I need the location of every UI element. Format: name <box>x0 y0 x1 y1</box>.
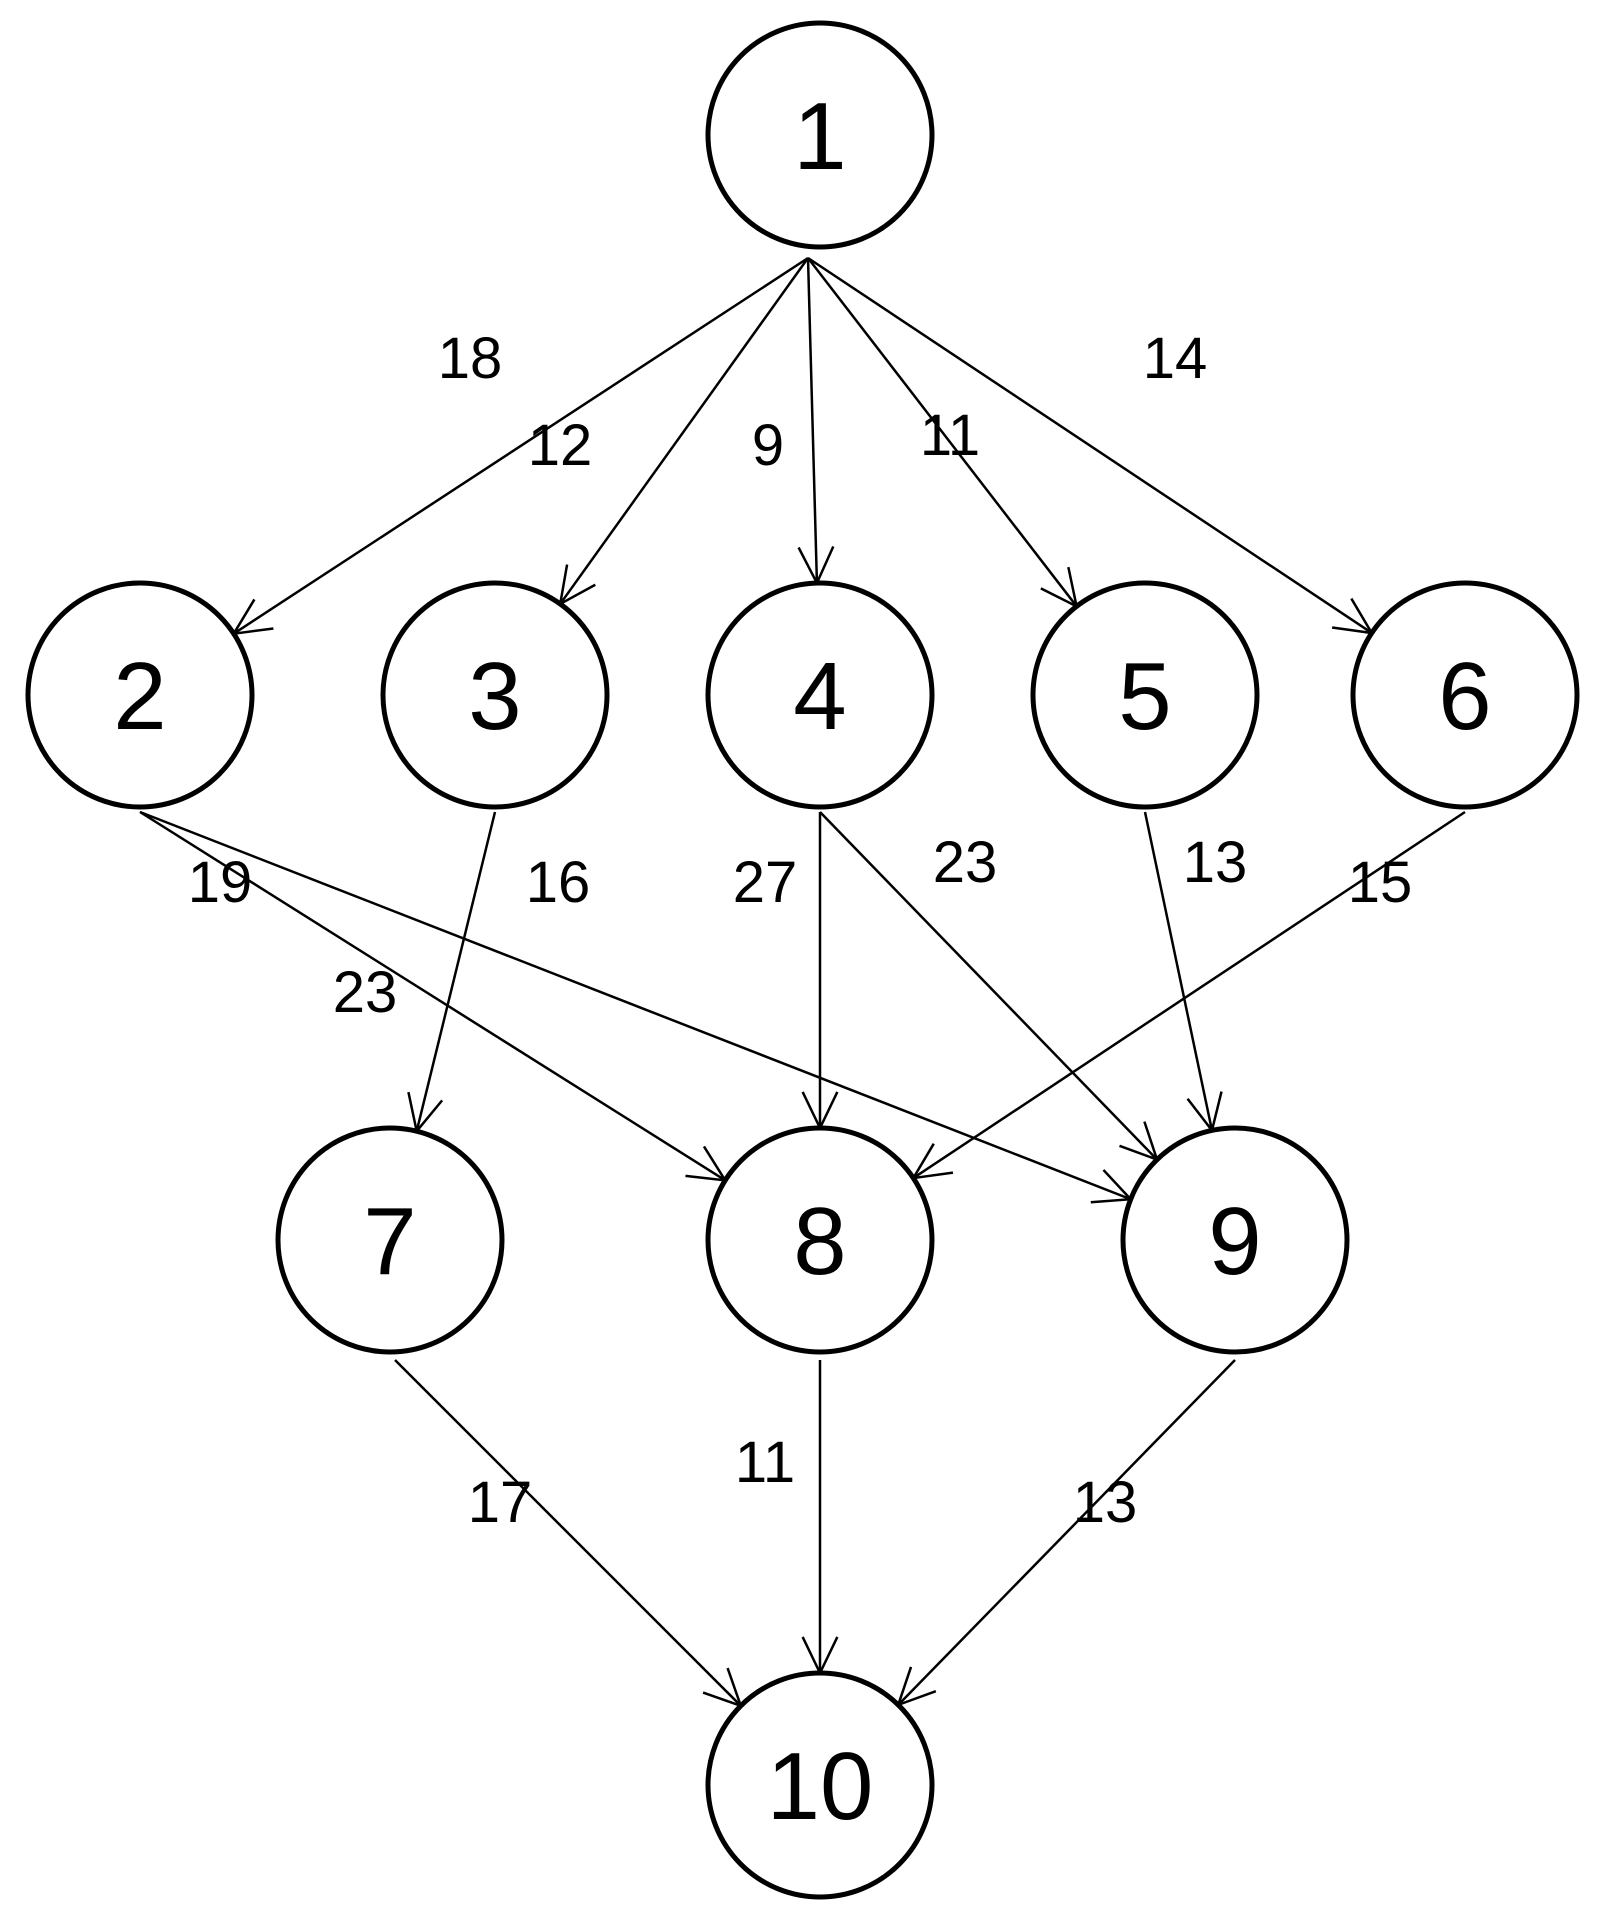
node-5: 5 <box>1030 580 1260 810</box>
edge-6-8: 15 <box>910 810 1466 1180</box>
node-circle <box>705 20 935 250</box>
edge-1-6: 14 <box>807 256 1375 635</box>
edge-weight-label: 15 <box>1348 850 1413 915</box>
node-circle <box>705 580 935 810</box>
edges-layer: 18 12 9 11 14 19 16 23 27 23 13 15 17 11 13 <box>139 256 1466 1708</box>
edge-1-3: 12 <box>528 257 810 607</box>
edge-weight-label: 18 <box>438 326 503 391</box>
edge-weight-label: 23 <box>333 960 398 1025</box>
node-label: 6 <box>1438 643 1491 750</box>
edge-weight-label: 13 <box>1073 1470 1138 1535</box>
node-label: 8 <box>793 1188 846 1295</box>
edge-7-10: 17 <box>394 1359 743 1708</box>
edge-line <box>819 811 1158 1161</box>
node-label: 2 <box>113 643 166 750</box>
edge-line <box>1143 811 1214 1131</box>
edge-line <box>233 256 809 635</box>
edge-4-8: 27 <box>733 812 839 1131</box>
edge-line <box>139 810 726 1182</box>
edge-weight-label: 13 <box>1183 830 1248 895</box>
edge-8-10: 11 <box>735 1360 839 1676</box>
node-circle <box>705 1125 935 1355</box>
node-2: 2 <box>25 580 255 810</box>
node-8: 8 <box>705 1125 935 1355</box>
node-4: 4 <box>705 580 935 810</box>
node-circle <box>1120 1125 1350 1355</box>
node-label: 7 <box>363 1188 416 1295</box>
edge-1-4: 9 <box>752 257 835 586</box>
edge-line <box>912 810 1466 1180</box>
node-circle <box>1030 580 1260 810</box>
node-label: 5 <box>1118 643 1171 750</box>
node-label: 9 <box>1208 1188 1261 1295</box>
edge-weight-label: 11 <box>920 403 980 468</box>
node-label: 1 <box>793 83 846 190</box>
edge-3-7: 23 <box>333 811 497 1135</box>
edge-1-2: 18 <box>231 256 809 636</box>
node-label: 3 <box>468 643 521 750</box>
node-7: 7 <box>275 1125 505 1355</box>
edge-9-10: 13 <box>896 1359 1236 1707</box>
node-circle <box>705 1670 935 1900</box>
edge-1-5: 11 <box>807 257 1079 609</box>
edge-weight-label: 19 <box>188 850 253 915</box>
node-1: 1 <box>705 20 935 250</box>
edge-line <box>559 257 810 605</box>
edge-weight-label: 16 <box>526 850 591 915</box>
edge-5-9: 13 <box>1143 811 1248 1134</box>
edge-line <box>394 1359 742 1707</box>
node-circle <box>25 580 255 810</box>
edge-weight-label: 14 <box>1143 326 1208 391</box>
edge-weight-label: 12 <box>528 413 593 478</box>
edge-4-9: 23 <box>819 811 1160 1162</box>
edge-weight-label: 17 <box>468 1470 533 1535</box>
edge-weight-label: 9 <box>752 413 784 478</box>
node-6: 6 <box>1350 580 1580 810</box>
edge-2-8: 19 <box>139 810 728 1182</box>
edge-line <box>139 810 1132 1201</box>
edge-weight-label: 11 <box>735 1430 795 1495</box>
node-circle <box>1350 580 1580 810</box>
edge-weight-label: 23 <box>933 830 998 895</box>
edge-line <box>415 811 497 1132</box>
node-9: 9 <box>1120 1125 1350 1355</box>
edge-line <box>806 257 819 584</box>
node-label: 4 <box>793 643 846 750</box>
edge-line <box>897 1359 1236 1706</box>
edge-weight-label: 27 <box>733 850 798 915</box>
node-circle <box>380 580 610 810</box>
node-3: 3 <box>380 580 610 810</box>
node-10: 10 <box>705 1670 935 1900</box>
node-label: 10 <box>767 1733 874 1840</box>
edge-line <box>807 256 1373 635</box>
edge-line <box>807 257 1078 608</box>
node-circle <box>275 1125 505 1355</box>
